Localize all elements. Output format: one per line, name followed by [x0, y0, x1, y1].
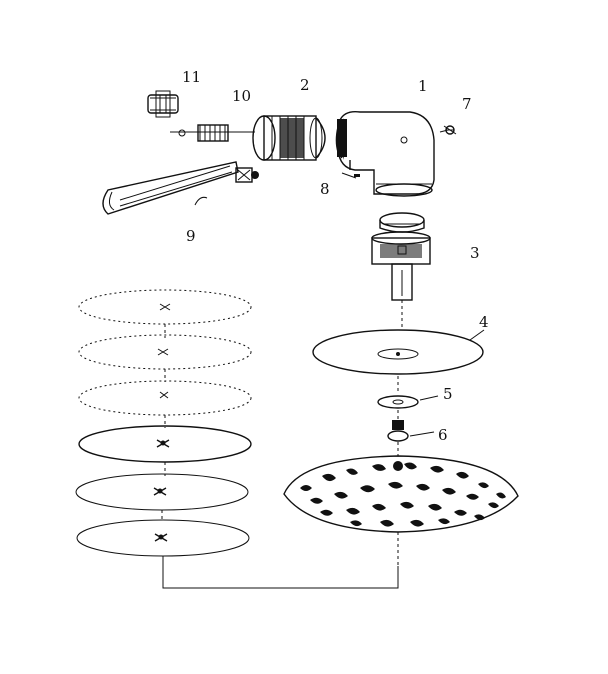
callout-1: 1 [418, 77, 428, 95]
callout-6: 6 [438, 426, 448, 444]
stack-connector-line [162, 556, 399, 589]
callout-11: 11 [182, 68, 201, 86]
part-3-spindle-assembly [371, 212, 431, 328]
callout-3: 3 [470, 244, 480, 262]
part-6-nut [387, 420, 409, 456]
callout-9: 9 [186, 227, 196, 245]
stack-disc-6 [76, 519, 250, 557]
callout-labels: 11 10 2 1 7 8 9 3 4 5 6 [182, 68, 489, 444]
part-10-shaft [170, 124, 255, 142]
callout-2: 2 [300, 76, 310, 94]
stack-disc-2 [78, 334, 252, 382]
callout-4: 4 [479, 313, 489, 331]
part-11-fitting [147, 90, 179, 118]
part-4-backing-disc [312, 329, 484, 394]
callout-leaders [194, 129, 485, 437]
polishing-bonnet [283, 455, 519, 586]
disc-stack [75, 289, 252, 557]
part-7-screw [443, 125, 457, 135]
stack-disc-3 [78, 380, 252, 428]
callout-10: 10 [232, 87, 251, 105]
part-1-gear-housing [335, 110, 435, 197]
part-2-collar [252, 115, 326, 161]
callout-8: 8 [320, 180, 330, 198]
part-9-handle [102, 161, 259, 215]
callout-5: 5 [443, 385, 453, 403]
bonnet-texture [300, 461, 506, 527]
stack-disc-4 [78, 425, 252, 476]
stack-disc-5 [75, 473, 249, 522]
callout-7: 7 [462, 95, 472, 113]
part-5-washer [377, 395, 419, 420]
stack-disc-1 [78, 289, 252, 338]
